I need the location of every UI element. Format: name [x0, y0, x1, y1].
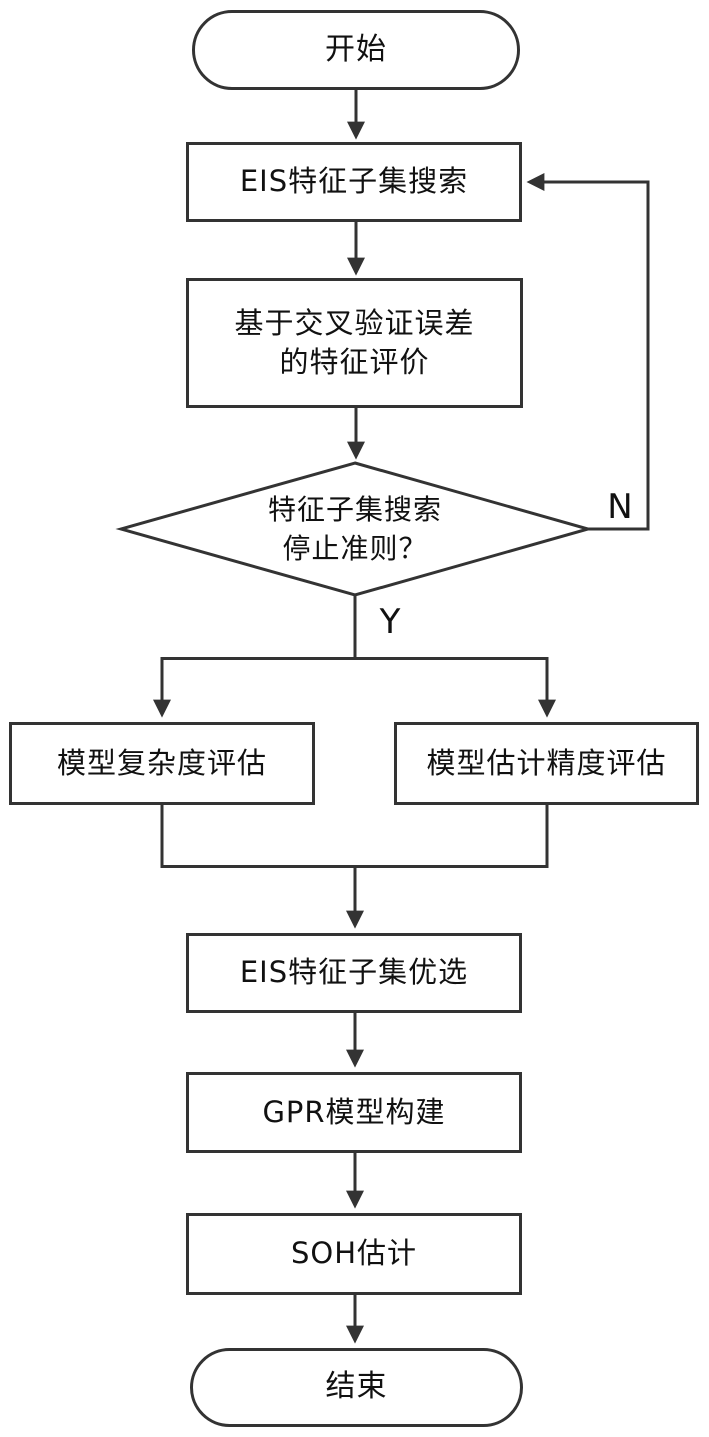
branch-label-yes: Y — [379, 602, 401, 642]
branch-label-no: N — [607, 487, 633, 527]
node-model-accuracy-evaluation: 模型估计精度评估 — [394, 722, 699, 805]
node-start: 开始 — [192, 10, 520, 90]
node-eis-feature-subset-selection: EIS特征子集优选 — [186, 933, 522, 1013]
node-stop-criterion-decision: 特征子集搜索 停止准则？ — [267, 492, 442, 565]
node-soh-estimation: SOH估计 — [186, 1213, 522, 1295]
node-eis-feature-subset-search: EIS特征子集搜索 — [186, 142, 522, 222]
node-cross-validation-feature-evaluation: 基于交叉验证误差 的特征评价 — [186, 278, 523, 408]
node-end: 结束 — [190, 1348, 523, 1427]
node-model-complexity-evaluation: 模型复杂度评估 — [9, 722, 315, 805]
node-gpr-model-construction: GPR模型构建 — [186, 1072, 522, 1153]
